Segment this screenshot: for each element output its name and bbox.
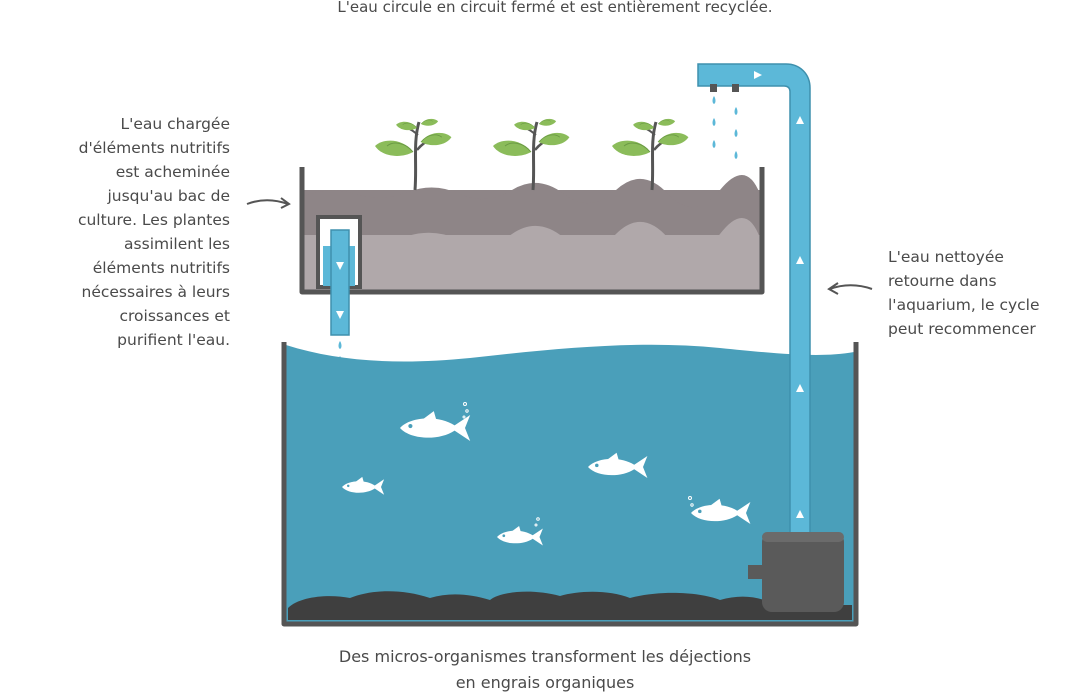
arrow-up-icon — [796, 116, 804, 124]
right-text-line: retourne dans — [888, 272, 997, 290]
arrowhead-icon — [280, 197, 291, 209]
left-text-line: croissances et — [119, 307, 231, 325]
arrow-left-icon — [754, 71, 762, 79]
bottom-caption-line-1: Des micros-organismes transforment les d… — [338, 647, 752, 666]
left-text-line: éléments nutritifs — [92, 259, 230, 277]
left-text-line: jusqu'au bac de — [107, 187, 230, 205]
left-text-line: nécessaires à leurs — [81, 283, 230, 301]
right-text-line: L'eau nettoyée — [888, 248, 1004, 266]
left-text-line: assimilent les — [124, 235, 230, 253]
left-text-line: est acheminée — [115, 163, 230, 181]
top-caption: L'eau circule en circuit fermé et est en… — [337, 0, 773, 16]
plant — [374, 118, 452, 191]
plant — [611, 118, 689, 191]
water-drops-icon — [712, 96, 738, 159]
grow-bed — [299, 167, 765, 295]
arrow-down-icon — [336, 262, 344, 270]
plant — [492, 118, 570, 191]
arrow-up-icon — [796, 384, 804, 392]
left-text-line: purifient l'eau. — [117, 331, 230, 349]
grow-bed-wall — [299, 167, 765, 295]
arrow-up-icon — [796, 510, 804, 518]
right-text-line: peut recommencer — [888, 320, 1036, 338]
aquarium-water — [286, 344, 854, 622]
pump — [748, 532, 844, 612]
left-text-line: d'éléments nutritifs — [78, 139, 230, 157]
arrow-left-icon — [829, 284, 873, 290]
left-text-line: culture. Les plantes — [77, 211, 230, 229]
water-drop-icon — [338, 341, 342, 349]
left-text-line: L'eau chargée — [120, 115, 230, 133]
drain-pipe — [330, 229, 350, 336]
right-explanation-text: L'eau nettoyée retourne dans l'aquarium,… — [888, 245, 1040, 341]
arrowhead-icon — [827, 282, 839, 295]
siphon-drain — [316, 215, 362, 362]
bubbles-icon — [462, 402, 694, 527]
right-text-line: l'aquarium, le cycle — [888, 296, 1040, 314]
gravel-bed — [288, 591, 852, 620]
left-explanation-text: L'eau chargée d'éléments nutritifs est a… — [78, 112, 230, 352]
pump-body — [762, 532, 844, 612]
aquarium — [281, 342, 859, 627]
aquaponics-diagram — [246, 63, 873, 627]
arrow-right-icon — [246, 199, 289, 205]
arrow-up-icon — [796, 256, 804, 264]
arrow-down-icon — [336, 311, 344, 319]
aquarium-wall — [281, 342, 859, 627]
